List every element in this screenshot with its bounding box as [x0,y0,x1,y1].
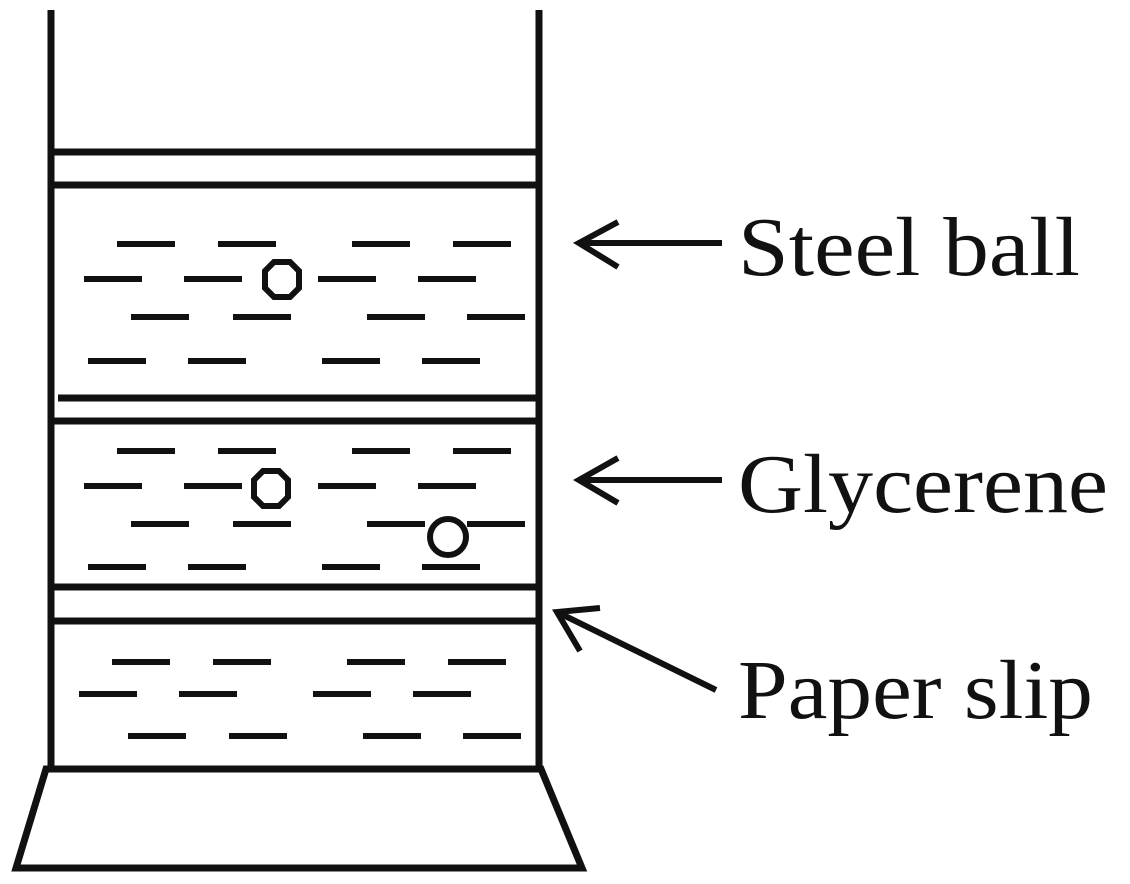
liquid-section-3 [79,659,521,739]
liquid-section-1 [84,241,525,364]
steel-ball-icon [427,516,469,558]
label-paper-slip: Paper slip [738,644,1093,737]
steel-ball-icon [251,468,291,509]
arrow-steel-ball [572,219,722,270]
label-glycerene: Glycerene [738,438,1108,531]
arrow-glycerene [572,455,722,506]
arrow-paper-slip [552,605,718,693]
tube-base-stand [11,765,588,872]
liquid-section-2 [84,448,525,570]
steel-ball-icon [262,259,302,300]
label-steel-ball: Steel ball [738,201,1080,294]
